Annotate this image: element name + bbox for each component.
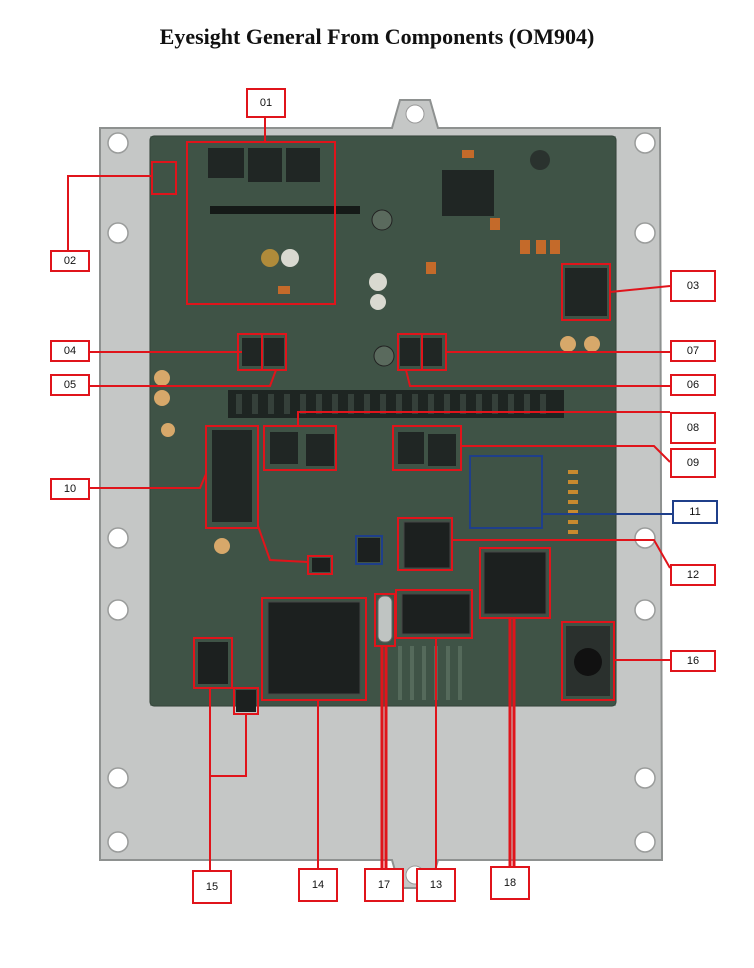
blue-highlights — [355, 455, 543, 565]
callout-label-14: 14 — [298, 868, 338, 902]
highlight-15a — [193, 637, 233, 689]
callout-label-03: 03 — [670, 270, 716, 302]
callout-label-13: 13 — [416, 868, 456, 902]
highlight-10b — [307, 555, 333, 575]
callout-label-12: 12 — [670, 564, 716, 586]
page-title: Eyesight General From Components (OM904) — [159, 24, 595, 49]
callout-label-05: 05 — [50, 374, 90, 396]
highlight-05 — [261, 333, 287, 371]
callout-label-04: 04 — [50, 340, 90, 362]
callout-label-18: 18 — [490, 866, 530, 900]
highlight-14 — [261, 597, 367, 701]
callout-label-10: 10 — [50, 478, 90, 500]
highlight-09 — [392, 425, 462, 471]
highlight-11b — [355, 535, 383, 565]
highlight-boxes — [151, 141, 615, 715]
callout-label-16: 16 — [670, 650, 716, 672]
callout-label-15: 15 — [192, 870, 232, 904]
callout-label-02: 02 — [50, 250, 90, 272]
callout-label-17: 17 — [364, 868, 404, 902]
callout-label-07: 07 — [670, 340, 716, 362]
callout-label-06: 06 — [670, 374, 716, 396]
highlight-08 — [263, 425, 337, 471]
callout-label-09: 09 — [670, 448, 716, 478]
highlight-01 — [186, 141, 336, 305]
leader-lines — [67, 118, 671, 876]
highlight-10 — [205, 425, 259, 529]
callout-label-01: 01 — [246, 88, 286, 118]
highlight-02 — [151, 161, 177, 195]
callout-label-11: 11 — [672, 500, 718, 524]
highlight-12 — [397, 517, 453, 571]
pcb — [149, 135, 617, 712]
callout-label-08: 08 — [670, 412, 716, 444]
highlight-11 — [469, 455, 543, 529]
